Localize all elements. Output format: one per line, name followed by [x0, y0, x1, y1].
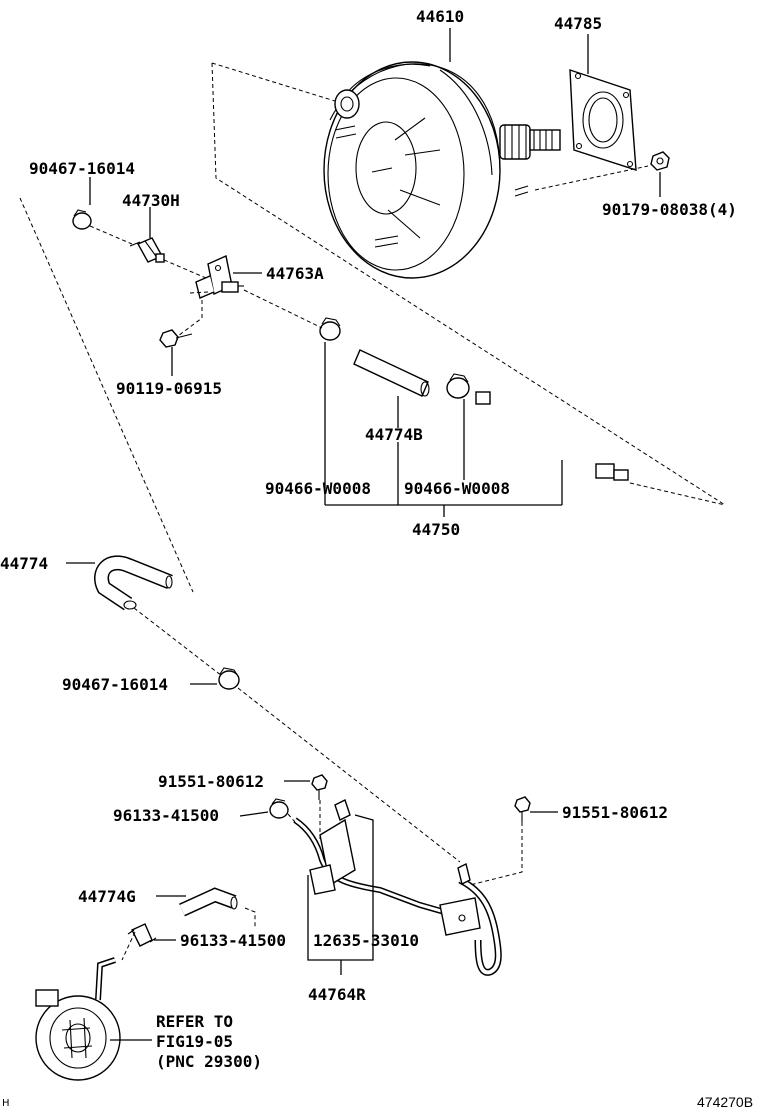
label-44750: 44750 — [412, 520, 460, 539]
label-90467-lower: 90467-16014 — [62, 675, 168, 694]
footer-mark: H — [2, 1098, 10, 1109]
gasket-part[interactable] — [569, 69, 637, 171]
vacuum-tube-part[interactable] — [475, 391, 629, 481]
label-44763a: 44763A — [266, 264, 324, 283]
clamp-lower-part[interactable] — [218, 667, 240, 690]
label-90119: 90119-06915 — [116, 379, 222, 398]
bolt-left-part[interactable] — [311, 774, 328, 800]
hose-part[interactable] — [94, 555, 173, 611]
label-96133-lower: 96133-41500 — [180, 931, 286, 950]
label-44610: 44610 — [416, 7, 464, 26]
label-44730h: 44730H — [122, 191, 180, 210]
clamp-upper-part[interactable] — [269, 798, 289, 819]
bolt-right-part[interactable] — [514, 796, 531, 822]
brake-booster-part[interactable] — [323, 61, 561, 279]
refer-line-2: FIG19-05 — [156, 1032, 233, 1051]
vacuum-pipe-assembly-part[interactable] — [293, 799, 502, 976]
check-valve-part[interactable] — [129, 237, 165, 263]
hose-g-part[interactable] — [179, 887, 238, 917]
label-44774: 44774 — [0, 554, 48, 573]
label-90179: 90179-08038(4) — [602, 200, 737, 219]
label-91551-left: 91551-80612 — [158, 772, 264, 791]
label-44785: 44785 — [554, 14, 602, 33]
clamp-right-part[interactable] — [446, 373, 470, 399]
phantom-lines — [19, 62, 726, 961]
hose-b-part[interactable] — [353, 349, 430, 397]
label-90466-left: 90466-W0008 — [265, 479, 371, 498]
refer-line-3: (PNC 29300) — [156, 1052, 262, 1071]
clamp-left-part[interactable] — [319, 317, 341, 341]
label-44764r: 44764R — [308, 985, 366, 1004]
label-91551-right: 91551-80612 — [562, 803, 668, 822]
label-44774g: 44774G — [78, 887, 136, 906]
clamp-bottom-part[interactable] — [127, 923, 157, 947]
leader-lines — [66, 28, 661, 1041]
label-96133-upper: 96133-41500 — [113, 806, 219, 825]
label-90467-top: 90467-16014 — [29, 159, 135, 178]
figure-code: 474270B — [697, 1094, 753, 1110]
refer-line-1: REFER TO — [156, 1012, 233, 1031]
label-90466-right: 90466-W0008 — [404, 479, 510, 498]
nut-part[interactable] — [650, 151, 670, 171]
clamp-top-part[interactable] — [72, 209, 92, 230]
label-44774b: 44774B — [365, 425, 423, 444]
vacuum-pump-part[interactable] — [35, 957, 121, 1081]
label-12635: 12635-33010 — [313, 931, 419, 950]
part-labels: 44610 44785 90179-08038(4) 90467-16014 4… — [0, 7, 737, 1071]
bolt-part[interactable] — [159, 329, 193, 348]
